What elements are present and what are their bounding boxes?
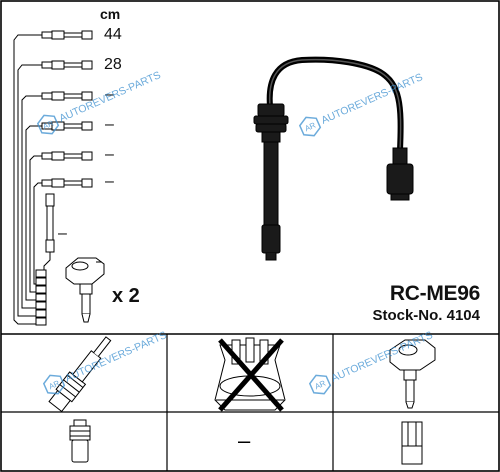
length-label-6: – [105,173,114,190]
ignition-coil-drawing [389,339,436,409]
watermark: AR AUTOREVERS-PARTS [40,325,171,399]
length-label-5: – [105,146,114,163]
connector-row-3 [41,91,93,101]
watermark: AR AUTOREVERS-PARTS [296,67,427,141]
length-label-7: – [58,225,67,242]
length-label-3: – [105,86,114,103]
cable-line-4 [25,125,44,301]
svg-text:AR: AR [303,121,317,134]
connector-row-6 [41,178,93,188]
cable-line-1 [13,34,44,325]
quantity-label: x 2 [112,285,140,307]
svg-text:AR: AR [47,379,61,392]
watermark-logo-icon: AR [308,374,332,395]
length-unit-label: cm [100,6,121,22]
wire-connectors [35,30,93,326]
watermark-logo-icon: AR [298,116,322,137]
length-label-1: 44 [104,26,122,43]
plug-terminal-drawing [69,419,91,463]
cross-out-mark [218,338,284,412]
ignition-lead [266,56,404,153]
coil-terminal-drawing [401,421,423,465]
watermark-logo-icon: AR [36,114,60,135]
bottom-plugs [35,269,47,326]
connector-row-5 [41,151,93,161]
cable-line-5 [29,155,44,293]
watermark-logo-icon: AR [42,374,66,395]
plug-boot [253,103,289,261]
cable-line-3 [21,95,44,309]
not-included-dash: – [238,428,251,453]
lead-cable-highlight [268,58,402,151]
connector-row-2 [41,60,93,70]
connector-vertical [45,193,55,253]
stock-number: Stock-No. 4104 [372,307,480,324]
length-label-4: – [105,116,114,133]
watermark: AR AUTOREVERS-PARTS [34,65,165,139]
watermark: AR AUTOREVERS-PARTS [306,325,437,399]
length-label-2: 28 [104,56,122,73]
product-code: RC-ME96 [389,282,480,305]
coil-assembly-small [65,257,105,323]
cable-line-2 [17,64,44,317]
connector-row-1 [41,30,93,40]
coil-boot [386,147,414,201]
svg-text:AR: AR [313,379,327,392]
cable-line-6 [33,182,44,285]
svg-text:AR: AR [41,119,55,132]
